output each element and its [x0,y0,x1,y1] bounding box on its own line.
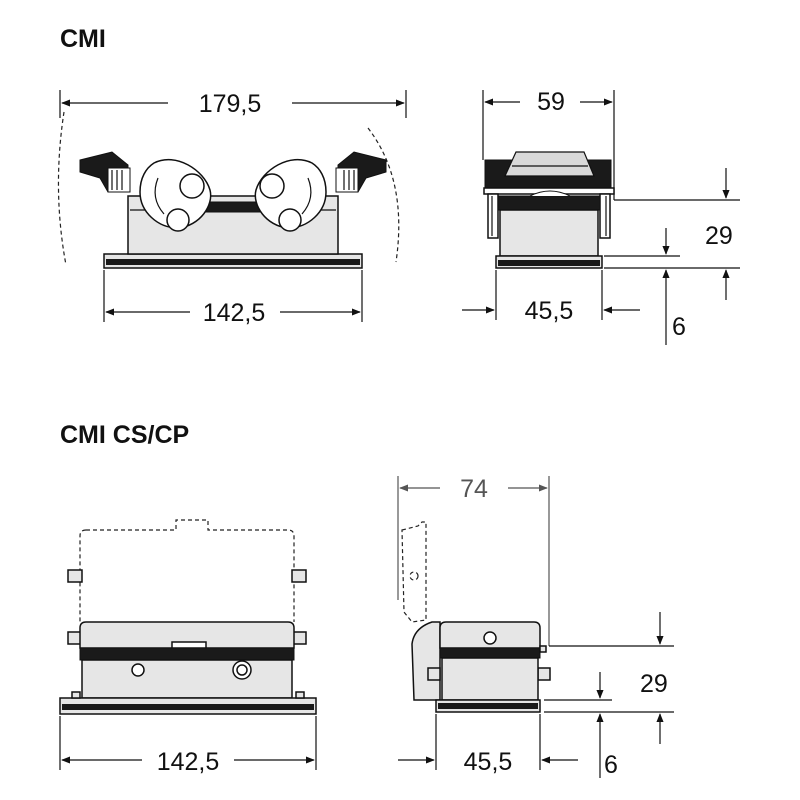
swing-arc-right [367,127,400,263]
dashed-open-cover [401,521,427,623]
cs-front-view: 142,5 [59,519,317,776]
cmi-front-view: 179,5 142,5 [57,90,407,327]
section-title-cmi-cs-cp: CMI CS/CP [60,421,189,449]
housing-body [81,659,293,699]
dim-cs-side-plate: 6 [604,751,618,779]
dim-cs-front-base: 142,5 [157,748,220,776]
cs-side-view: 74 29 6 45,5 [397,475,674,779]
dim-cs-side-top: 74 [460,475,488,503]
dim-cs-side-height: 29 [640,670,668,698]
dim-cs-side-base: 45,5 [464,748,513,776]
dim-cmi-front-total: 179,5 [199,90,262,118]
dim-cmi-side-top: 59 [537,88,565,116]
cmi-side-view: 59 29 6 45,5 [462,88,740,345]
housing-body-side [441,657,539,701]
seal-band [79,647,295,661]
housing-body-side [499,209,599,257]
dim-cmi-side-plate: 6 [672,313,686,341]
section-title-cmi: CMI [60,25,106,53]
dim-cmi-side-height: 29 [705,222,733,250]
dashed-cover [79,519,295,622]
dim-cmi-side-base: 45,5 [525,297,574,325]
dim-cmi-front-base: 142,5 [203,299,266,327]
swing-arc-left [57,111,67,266]
